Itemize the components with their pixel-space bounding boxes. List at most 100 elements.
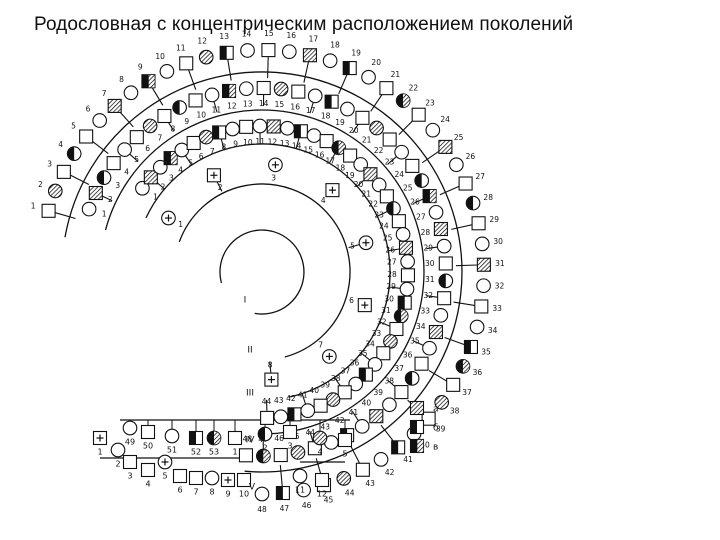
female-symbol (322, 53, 338, 69)
member-number: 20 (349, 126, 359, 135)
female-symbol (455, 358, 471, 374)
female-symbol (273, 409, 289, 425)
member-number: 1 (97, 448, 102, 457)
female-symbol (204, 87, 220, 103)
member-number: 34 (488, 326, 498, 335)
member-number: 31 (495, 259, 505, 268)
member-number: 42 (335, 416, 345, 425)
member-number: 44 (306, 428, 316, 437)
member-number: 43 (274, 396, 284, 405)
legend: абв (409, 400, 439, 454)
female-symbol (96, 170, 112, 185)
member-number: 11 (255, 137, 265, 146)
male-symbol (143, 170, 158, 185)
member-number: 11 (212, 105, 222, 114)
member-number: 16 (290, 102, 300, 111)
male-symbol (363, 167, 378, 182)
female-symbol (354, 419, 370, 434)
generation-label: II (247, 346, 252, 356)
male-symbol (314, 472, 330, 488)
descent-line (129, 153, 139, 163)
descent-line (185, 155, 193, 166)
member-number: 5 (342, 450, 347, 459)
member-number: 18 (330, 41, 340, 50)
female-symbol (268, 157, 283, 173)
member-number: 5 (188, 158, 193, 167)
male-symbol (405, 158, 420, 173)
member-number: 26 (466, 152, 476, 161)
male-symbol (376, 346, 391, 361)
female-symbol (465, 195, 481, 211)
descent-line (380, 424, 395, 443)
female-symbol (280, 120, 295, 136)
descent-line (451, 224, 472, 230)
member-number: 44 (345, 488, 355, 497)
female-symbol (204, 470, 220, 486)
member-number: 12 (317, 490, 327, 499)
generation-label: V (249, 483, 256, 493)
member-number: 44 (262, 397, 272, 406)
member-number: 3 (271, 174, 276, 183)
male-symbol (261, 43, 276, 58)
male-symbol (400, 268, 416, 283)
female-symbol (400, 254, 415, 269)
female-symbol (257, 426, 273, 442)
female-symbol (404, 371, 420, 386)
male-symbol (422, 189, 437, 204)
legend-mark: б (433, 424, 439, 434)
male-symbol (428, 324, 443, 340)
descent-line (348, 244, 360, 249)
descent-line (334, 377, 342, 387)
member-number: 17 (306, 106, 316, 115)
member-number: 9 (233, 140, 238, 149)
member-number: 40 (309, 386, 319, 395)
male-symbol (140, 424, 156, 440)
female-symbol (395, 226, 411, 242)
female-symbol (369, 120, 384, 136)
member-number: 10 (155, 52, 165, 61)
ring-arc-core (219, 229, 305, 315)
descent-line (412, 340, 424, 346)
member-number: 33 (421, 307, 431, 316)
member-number: 15 (304, 146, 314, 155)
female-symbol (123, 85, 139, 101)
male-symbol (319, 134, 334, 149)
descent-line (216, 181, 223, 192)
member-number: 10 (239, 490, 249, 499)
member-number: 21 (362, 189, 372, 198)
member-number: 33 (372, 329, 382, 338)
member-number: 25 (383, 234, 393, 243)
descent-line (388, 248, 400, 252)
male-symbol (379, 189, 394, 204)
male-symbol (88, 185, 103, 201)
female-symbol (122, 420, 138, 436)
male-symbol (41, 203, 56, 218)
member-number: 43 (321, 423, 331, 432)
member-number: 5 (350, 242, 355, 251)
member-number: 32 (495, 282, 505, 291)
member-number: 32 (424, 291, 434, 300)
member-number: 52 (191, 448, 201, 457)
male-symbol (122, 454, 138, 470)
member-number: 23 (385, 158, 395, 167)
member-number: 12 (268, 137, 278, 146)
descent-line (279, 465, 283, 487)
male-symbol (188, 470, 204, 486)
female-symbol (386, 201, 401, 216)
descent-line (101, 195, 113, 202)
male-symbol (107, 98, 122, 113)
descent-line (220, 138, 225, 150)
male-symbol (337, 432, 353, 448)
member-number: 8 (209, 488, 214, 497)
member-number: 23 (425, 98, 435, 107)
male-symbol (293, 124, 308, 139)
male-symbol (172, 468, 188, 484)
member-number: 6 (145, 144, 150, 153)
member-number: 19 (345, 171, 355, 180)
member-number: 27 (416, 213, 426, 222)
member-number: 6 (199, 152, 204, 161)
descent-line (439, 185, 460, 196)
member-number: 13 (280, 139, 290, 148)
female-symbol (393, 308, 409, 324)
member-number: 3 (47, 160, 52, 169)
